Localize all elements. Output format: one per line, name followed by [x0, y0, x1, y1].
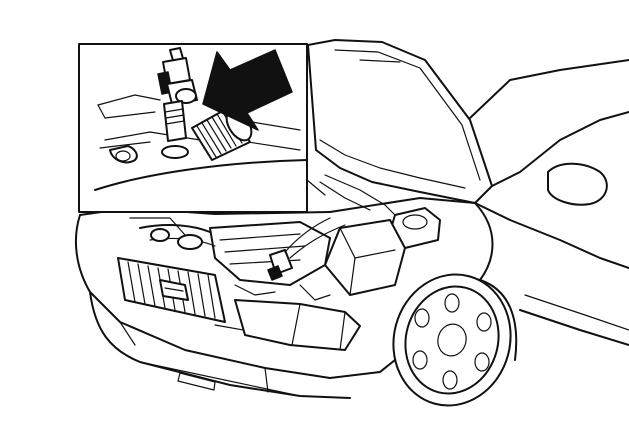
o-ring: [161, 145, 189, 159]
sensor-detail: [157, 47, 198, 159]
front-wheel: [392, 273, 518, 407]
inset-panel: [78, 43, 308, 213]
inset-leader-line: [306, 179, 326, 196]
arrow-pointer-icon: [202, 49, 293, 131]
headlight: [234, 299, 361, 351]
inset-hood-edge: [94, 159, 308, 191]
sensor-fitting: [191, 107, 253, 161]
engine-bay: [129, 174, 441, 301]
grille: [117, 257, 226, 323]
car-illustration: [74, 39, 629, 407]
car-body: [74, 59, 629, 399]
open-hood: [307, 39, 493, 204]
